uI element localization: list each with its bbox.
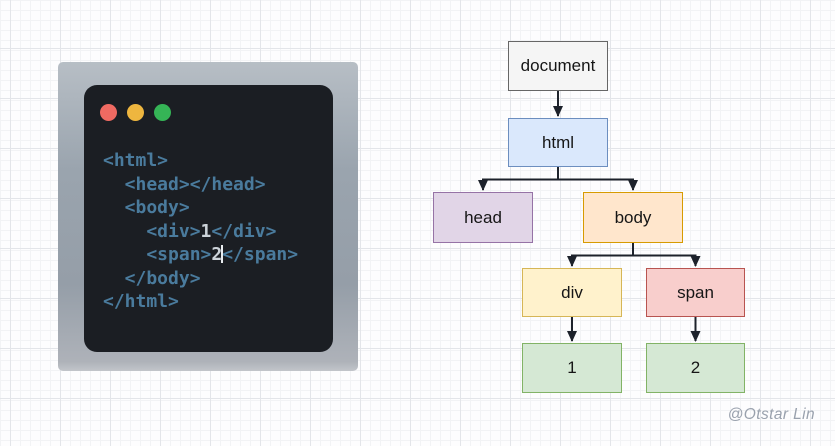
tree-node-label: document bbox=[520, 56, 596, 75]
code-line: <html> bbox=[103, 149, 298, 173]
code-segment: 1 bbox=[200, 220, 212, 242]
tree-node-text1: 1 bbox=[522, 343, 622, 393]
code-segment: <div> bbox=[103, 220, 201, 242]
maximize-window-button-icon[interactable] bbox=[154, 104, 171, 121]
code-segment: </div> bbox=[211, 220, 277, 242]
code-snippet[interactable]: <html> <head></head> <body> <div>1</div>… bbox=[103, 149, 298, 314]
tree-node-head: head bbox=[433, 192, 533, 243]
tree-node-div: div bbox=[522, 268, 622, 317]
code-segment: <head></head> bbox=[103, 173, 266, 195]
code-line: <head></head> bbox=[103, 173, 298, 197]
text-cursor bbox=[221, 245, 224, 263]
code-segment: <body> bbox=[103, 197, 190, 218]
code-line: <span>2</span> bbox=[103, 243, 298, 267]
tree-edge-body-div bbox=[567, 243, 634, 267]
window-controls bbox=[100, 104, 171, 121]
editor-dark-pane: <html> <head></head> <body> <div>1</div>… bbox=[84, 85, 333, 352]
code-segment: 2 bbox=[211, 244, 223, 265]
tree-node-document: document bbox=[508, 41, 608, 91]
code-line: </body> bbox=[103, 267, 298, 291]
code-segment: </body> bbox=[103, 267, 201, 289]
tree-node-body: body bbox=[583, 192, 683, 243]
code-editor-window: <html> <head></head> <body> <div>1</div>… bbox=[58, 62, 358, 371]
code-segment: </html> bbox=[103, 291, 179, 312]
code-line: </html> bbox=[103, 290, 298, 314]
tree-node-label: div bbox=[561, 282, 583, 302]
tree-edge-html-head bbox=[478, 167, 559, 191]
code-segment: </span> bbox=[222, 244, 299, 265]
tree-node-label: 2 bbox=[690, 358, 701, 377]
tree-edge-html-body bbox=[557, 167, 638, 191]
tree-node-label: 1 bbox=[567, 358, 577, 377]
watermark-credit: @Otstar Lin bbox=[727, 406, 815, 423]
code-segment: <span> bbox=[103, 244, 212, 265]
close-window-button-icon[interactable] bbox=[100, 104, 117, 121]
tree-node-label: head bbox=[464, 207, 502, 227]
code-line: <body> bbox=[103, 196, 298, 220]
minimize-window-button-icon[interactable] bbox=[127, 104, 144, 121]
tree-node-label: body bbox=[614, 207, 652, 227]
code-segment: <html> bbox=[103, 150, 169, 171]
tree-edge-body-span bbox=[632, 243, 701, 267]
tree-node-label: html bbox=[541, 132, 575, 152]
code-line: <div>1</div> bbox=[103, 220, 298, 244]
tree-node-text2: 2 bbox=[646, 343, 745, 393]
tree-node-label: span bbox=[677, 282, 714, 302]
tree-node-html: html bbox=[508, 118, 608, 167]
tree-node-span: span bbox=[646, 268, 745, 317]
